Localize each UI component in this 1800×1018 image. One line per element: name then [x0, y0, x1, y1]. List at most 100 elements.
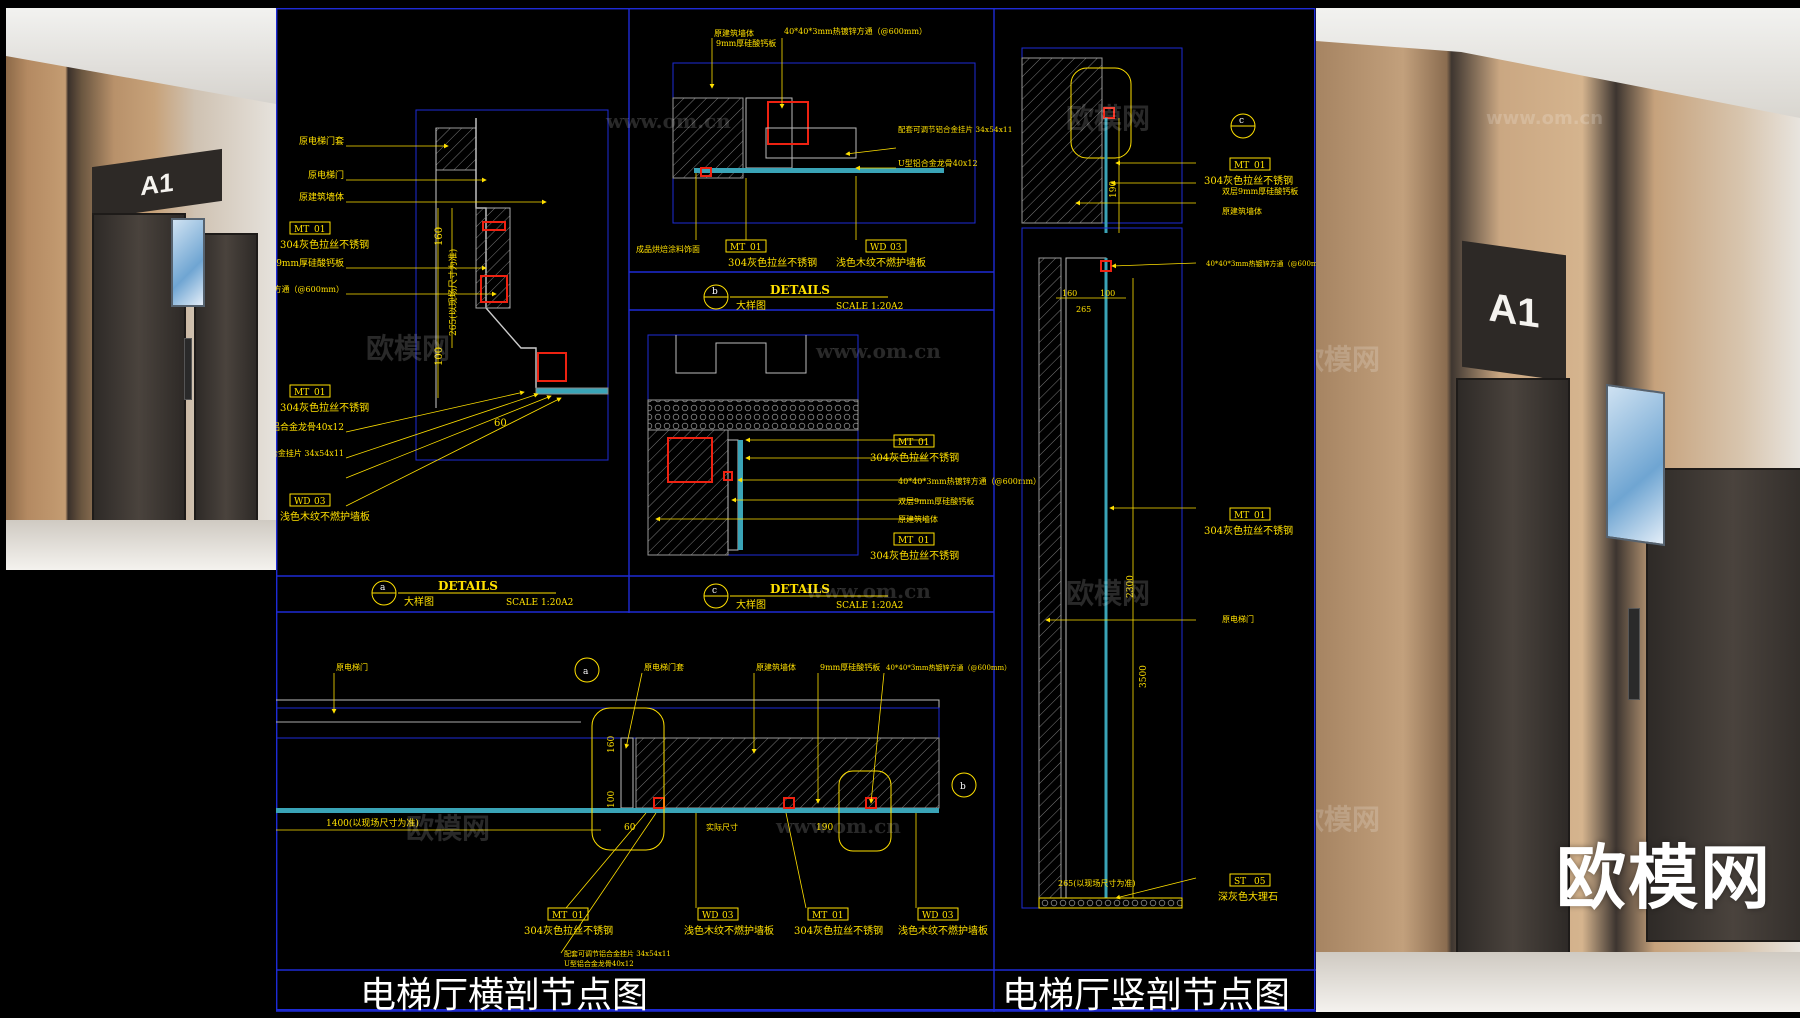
- note-steel-tube: 40*40*3mm热镀锌方通（@600mm）: [276, 284, 344, 294]
- detail-subtitle: 大样图: [404, 595, 434, 608]
- note-actual-size: 实际尺寸: [706, 822, 738, 832]
- tag-code: MT: [1234, 161, 1249, 171]
- ceiling: [1316, 8, 1800, 118]
- note-plywood: 9mm厚硅酸钙板: [276, 257, 344, 269]
- tag-text: 304灰色拉丝不锈钢: [1204, 174, 1293, 187]
- note-steel-tube: 40*40*3mm热镀锌方通（@600mm）: [784, 26, 927, 36]
- tag-code: MT: [898, 438, 913, 448]
- detail-heading: DETAILS: [770, 283, 830, 297]
- tag-code: WD: [294, 497, 310, 507]
- detail-id: a: [380, 583, 386, 593]
- note-steel-tube: 40*40*3mm热镀锌方通（@600mm）: [898, 476, 1041, 486]
- detail-c: 40*40*3mm热镀锌方通（@600mm） 双层9mm厚硅酸钙板 原建筑墙体 …: [647, 334, 1041, 611]
- info-screen: [1606, 383, 1665, 547]
- tag-num: 01: [918, 438, 929, 448]
- tag-num: 01: [314, 388, 325, 398]
- render-photo-left: A1: [6, 8, 276, 570]
- watermark-site: www.om.cn: [1486, 108, 1604, 129]
- detail-title-a: a DETAILS 大样图 SCALE 1:20A2: [371, 579, 573, 608]
- note-wall: 原建筑墙体: [898, 514, 938, 524]
- watermark-site: www.om.cn: [605, 109, 731, 133]
- call-panel: [184, 338, 192, 400]
- tag-mt: MT 01 304灰色拉丝不锈钢: [1204, 507, 1293, 537]
- note-wall: 原建筑墙体: [299, 191, 344, 203]
- detail-scale: SCALE 1:20A2: [506, 598, 573, 608]
- note-plywood: 9mm厚硅酸钙板: [820, 662, 880, 672]
- tag-num: 01: [572, 911, 583, 921]
- tag-mt: MT 01 304灰色拉丝不锈钢: [280, 384, 369, 414]
- cad-svg: 160 100 265(以现场尺寸为准) 60 原电梯门套 原电梯门 原建筑墙体…: [6, 7, 1331, 1012]
- info-screen: [171, 218, 205, 307]
- watermark-brand: 欧模网: [1066, 577, 1150, 610]
- note-keel: U型铝合金龙骨40x12: [564, 959, 634, 968]
- tag-code: WD: [922, 911, 938, 921]
- tag-code: MT: [1234, 511, 1249, 521]
- tag-code: WD: [870, 243, 886, 253]
- detail-subtitle: 大样图: [736, 598, 766, 611]
- ref-c: c: [1239, 116, 1244, 126]
- watermark-site: www.om.cn: [815, 339, 941, 363]
- tag-text: 浅色木纹不燃护墙板: [684, 924, 774, 937]
- note-keel: U型铝合金龙骨40x12: [898, 158, 978, 168]
- dim-60: 60: [624, 823, 636, 833]
- detail-heading: DETAILS: [770, 582, 830, 596]
- tag-num: 01: [832, 911, 843, 921]
- note-door-frame: 原电梯门套: [644, 662, 684, 672]
- detail-title-c: c DETAILS 大样图 SCALE 1:20A2: [703, 582, 903, 611]
- tag-code: ST: [1234, 877, 1246, 887]
- elevator-door: [92, 213, 186, 547]
- horizontal-section: a b 1400(以现场尺寸为准) 160 100 265(以现场尺寸为准) 6…: [28, 657, 1011, 968]
- note-wall: 原建筑墙体: [756, 662, 796, 672]
- dim-60: 60: [494, 418, 507, 429]
- dim-3500: 3500: [1139, 665, 1149, 688]
- tag-num: 01: [314, 225, 325, 235]
- tag-text: 304灰色拉丝不锈钢: [524, 924, 613, 937]
- dim-265: 265(以现场尺寸为准): [447, 249, 459, 336]
- title-horizontal-section: 电梯厅横剖节点图: [360, 975, 649, 1016]
- tag-text: 浅色木纹不燃护墙板: [836, 256, 926, 269]
- tag-num: 01: [1254, 511, 1265, 521]
- note-finished: 成品烘焙涂料饰面: [636, 244, 700, 254]
- tag-num: 01: [918, 536, 929, 546]
- note-clip: 配套可调节铝合金挂片 34x54x11: [276, 448, 344, 458]
- watermark-brand: 欧模网: [406, 812, 490, 845]
- note-wall: 原建筑墙体: [1222, 206, 1262, 216]
- dim-160: 160: [607, 736, 617, 753]
- dim-1400: 1400(以现场尺寸为准): [326, 817, 419, 829]
- note-door: 原电梯门: [308, 169, 344, 181]
- detail-subtitle: 大样图: [736, 299, 766, 312]
- elevator-door: [1456, 378, 1570, 982]
- watermark-brand: 欧模网: [366, 332, 450, 365]
- floor-sign-text: A1: [140, 166, 174, 201]
- tag-num: 05: [1254, 877, 1266, 887]
- dim-160: 160: [1062, 289, 1077, 298]
- note-clip: 配套可调节铝合金挂片 34x54x11: [564, 949, 671, 958]
- tag-text: 304灰色拉丝不锈钢: [728, 256, 817, 269]
- elevator-door-2: [1646, 468, 1800, 942]
- call-panel: [1628, 608, 1640, 700]
- floor-sign: A1: [1462, 240, 1566, 382]
- ref-a: a: [583, 667, 589, 677]
- tag-mt: MT 01 304灰色拉丝不锈钢: [1204, 157, 1293, 187]
- tag-num: 03: [314, 497, 326, 507]
- note-steel-tube: 40*40*3mm热镀锌方通（@600mm）: [1206, 259, 1316, 268]
- detail-id: c: [712, 586, 717, 596]
- note-double-board: 双层9mm厚硅酸钙板: [1222, 186, 1298, 196]
- tag-code: MT: [730, 243, 745, 253]
- dim-265-site: 265(以现场尺寸为准): [1058, 878, 1136, 888]
- tag-mt: MT 01 304灰色拉丝不锈钢: [725, 239, 817, 269]
- tag-text: 304灰色拉丝不锈钢: [870, 549, 959, 562]
- dim-100: 100: [607, 791, 617, 808]
- detail-b: 原建筑墙体 9mm厚硅酸钙板 40*40*3mm热镀锌方通（@600mm） 配套…: [636, 26, 1012, 312]
- render-photo-right: A1 www.om.cn 欧模网 欧模网: [1316, 8, 1800, 1012]
- tag-mt: MT 01 304灰色拉丝不锈钢: [794, 907, 883, 937]
- note-door-frame: 原电梯门套: [299, 135, 344, 147]
- note-steel-tube: 40*40*3mm热镀锌方通（@600mm）: [886, 663, 1011, 672]
- watermarks: www.om.cn www.om.cn www.om.cn www.om.cn …: [146, 102, 1150, 845]
- ref-b: b: [960, 782, 966, 792]
- note-wall: 原建筑墙体: [714, 28, 754, 38]
- tag-num: 03: [942, 911, 954, 921]
- watermark-site: www.om.cn: [775, 814, 901, 838]
- tag-text: 304灰色拉丝不锈钢: [870, 451, 959, 464]
- detail-title-b: b DETAILS 大样图 SCALE 1:20A2: [703, 283, 903, 312]
